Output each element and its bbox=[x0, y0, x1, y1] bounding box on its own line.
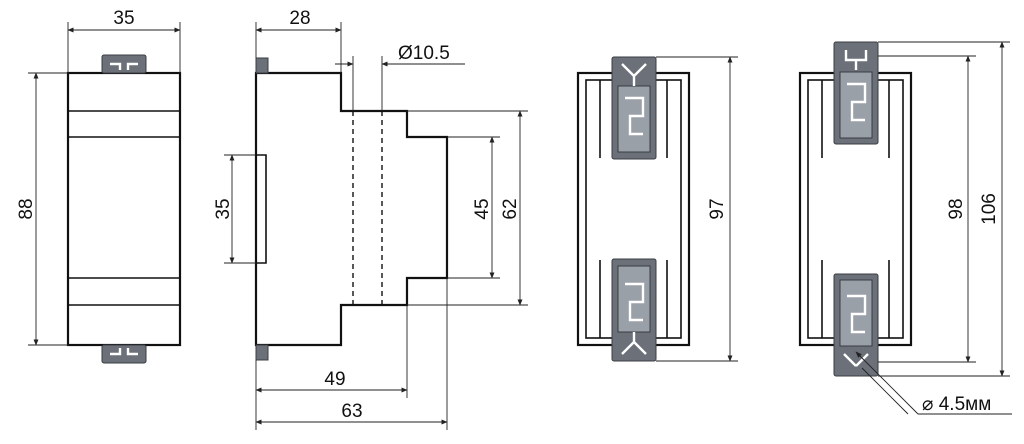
side-inner-height-label: 45 bbox=[472, 198, 493, 219]
front-top-clip bbox=[101, 54, 147, 74]
front-view: 35 88 bbox=[16, 8, 182, 364]
side-front-height-label: 62 bbox=[500, 198, 521, 219]
back-open-bottom-clip bbox=[833, 273, 879, 377]
front-width-label: 35 bbox=[113, 8, 134, 29]
side-depth-top-label: 28 bbox=[289, 8, 310, 29]
back-closed-height-label: 97 bbox=[707, 198, 728, 219]
back-view-open: 98 106 ⌀ 4.5мм bbox=[798, 41, 1012, 415]
side-depth-mid-label: 49 bbox=[324, 369, 345, 390]
back-closed-top-clip bbox=[611, 56, 657, 160]
back-closed-bottom-clip bbox=[611, 258, 657, 362]
side-hole-label: Ø10.5 bbox=[398, 43, 450, 64]
mount-hole-label: ⌀ 4.5мм bbox=[922, 394, 991, 415]
back-open-outer-height-label: 106 bbox=[979, 193, 1000, 225]
front-bottom-clip bbox=[101, 344, 147, 364]
side-view: 28 Ø10.5 35 45 62 49 63 bbox=[213, 8, 528, 430]
back-view-closed: 97 bbox=[576, 56, 738, 362]
front-height-label: 88 bbox=[16, 198, 37, 219]
side-rail-height-label: 35 bbox=[213, 198, 234, 219]
back-open-top-clip bbox=[833, 41, 879, 145]
side-depth-total-label: 63 bbox=[341, 401, 362, 422]
back-open-inner-height-label: 98 bbox=[946, 198, 967, 219]
